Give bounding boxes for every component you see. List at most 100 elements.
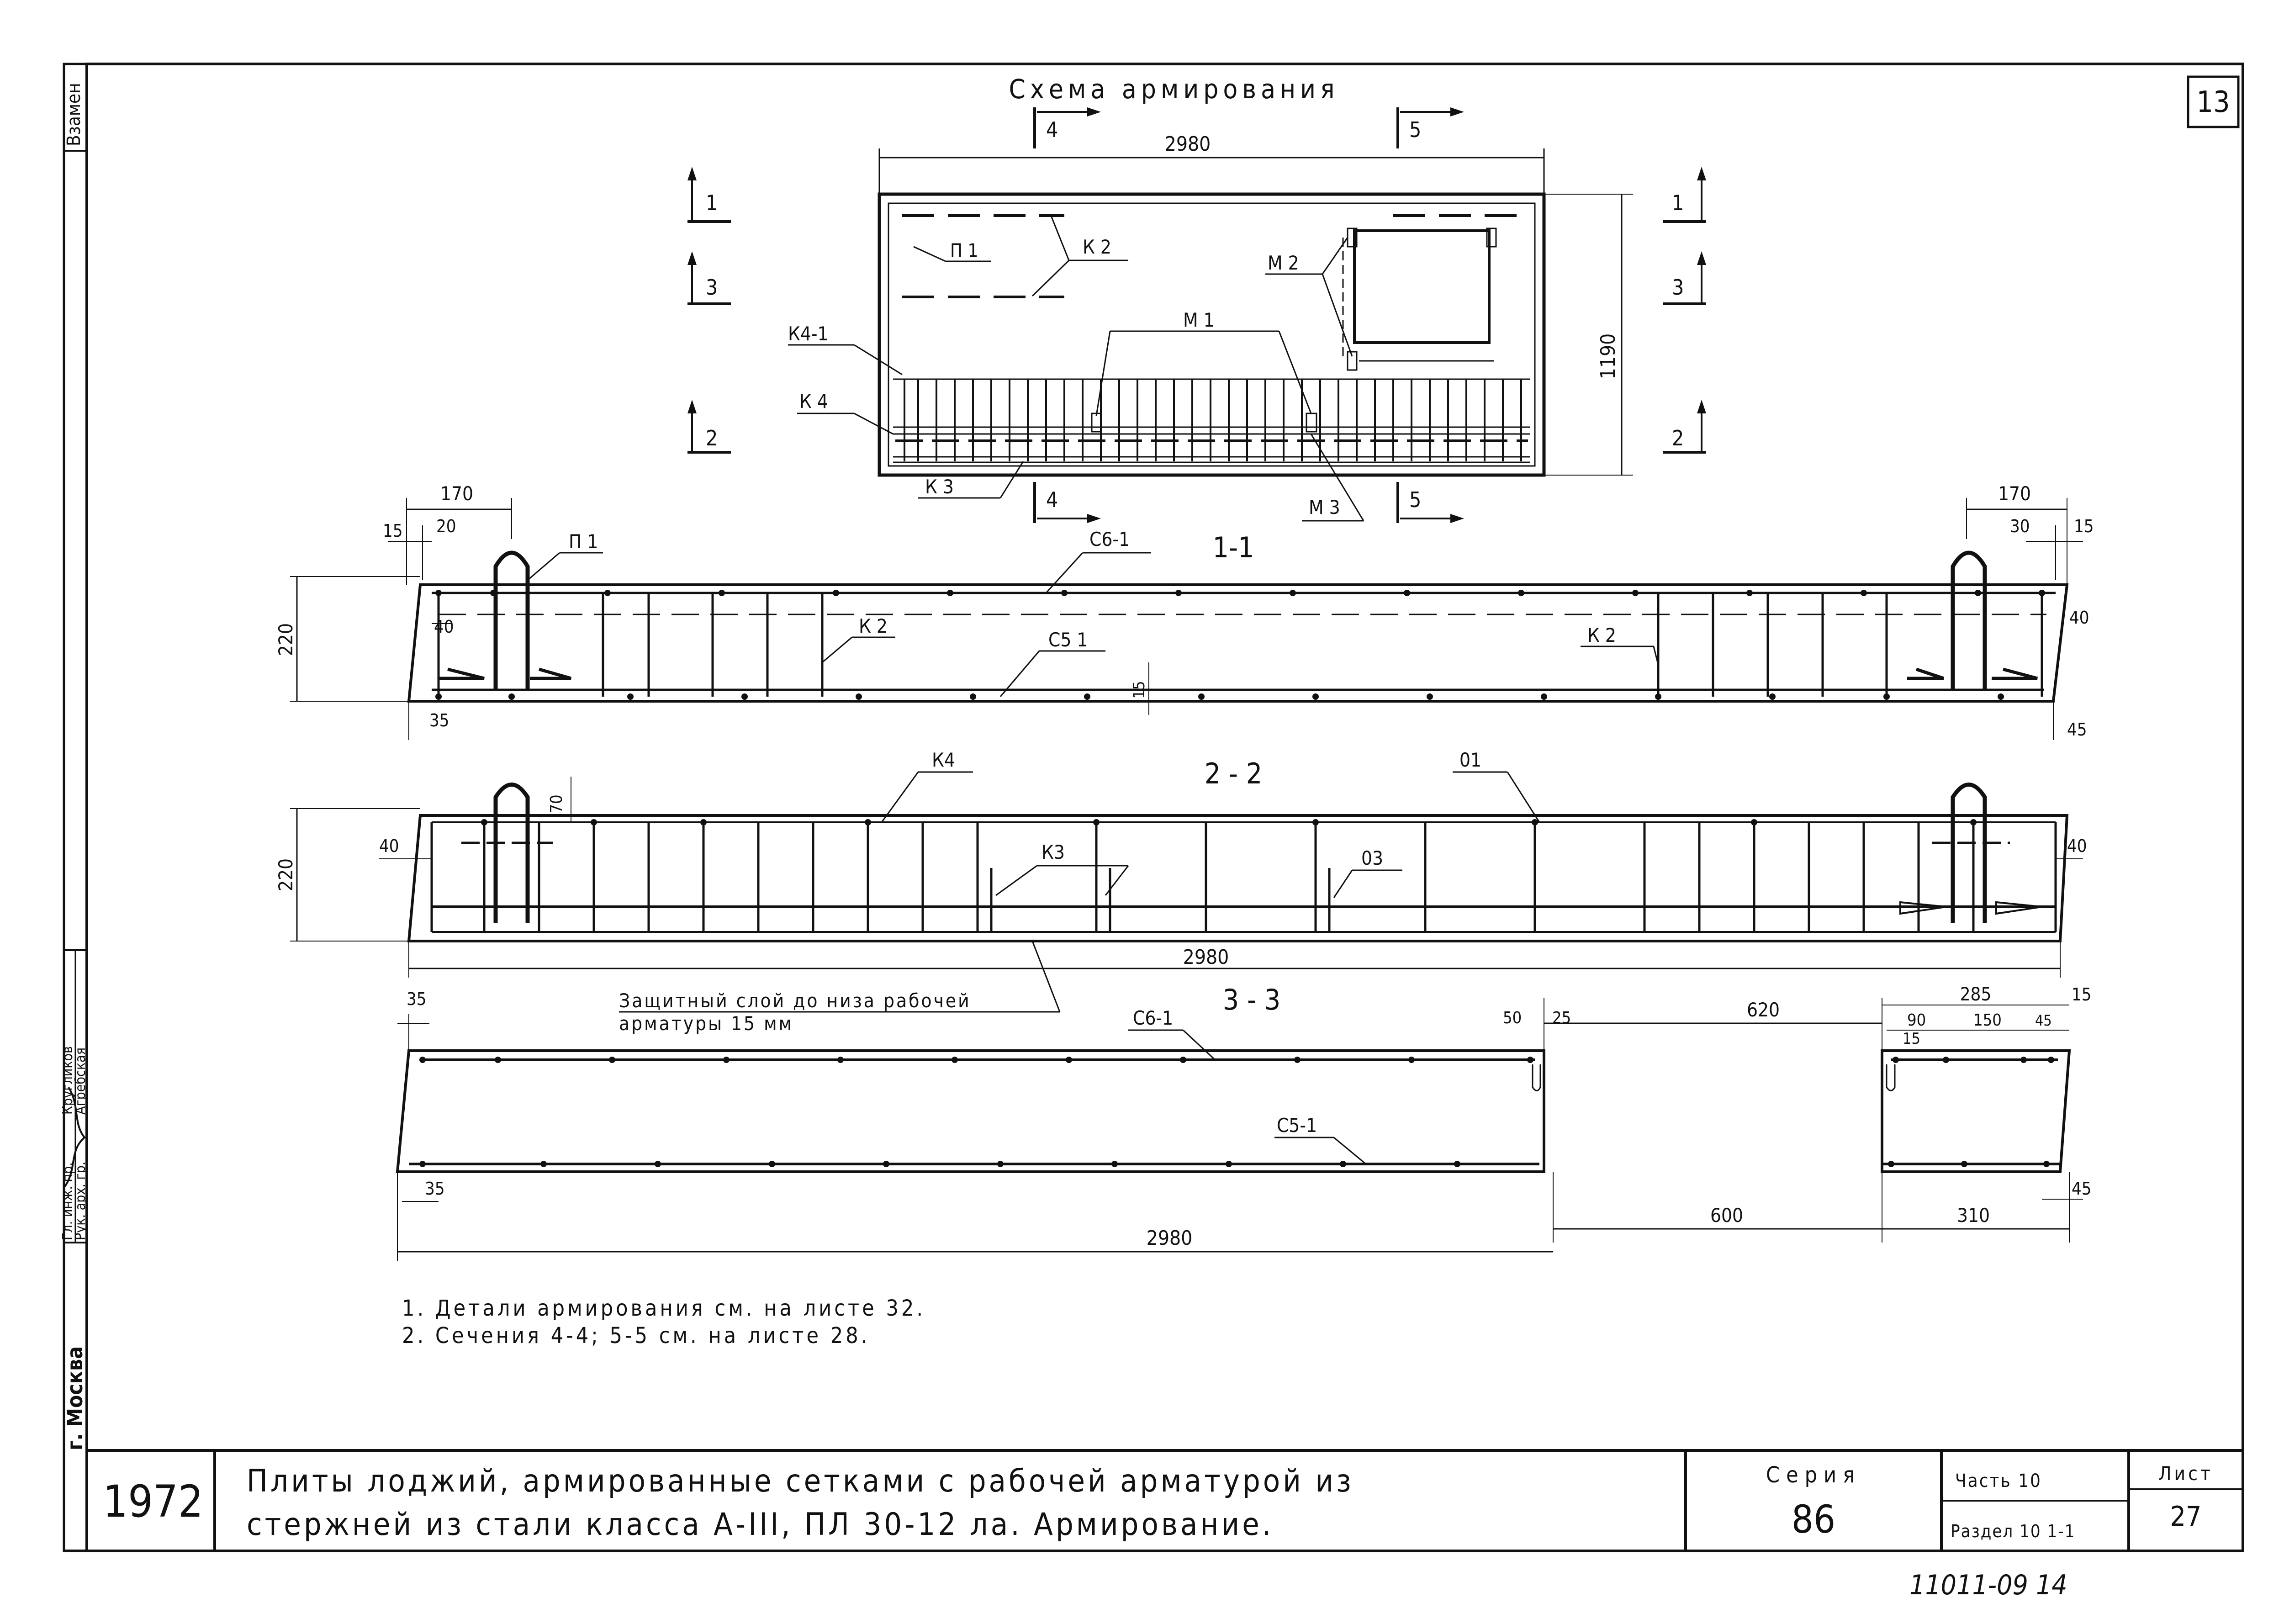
bottom-stamp: 11011-09 14 <box>1909 1569 2067 1601</box>
corner-sheet-number: 13 <box>2196 85 2230 119</box>
sec3-dim-25: 25 <box>1552 1009 1571 1027</box>
sec2-dim-40-left: 40 <box>379 836 399 856</box>
sec2-label-o1: 01 <box>1459 749 1481 771</box>
section-1-outline <box>407 583 2069 703</box>
section-2-outline <box>407 814 2069 942</box>
part-label: Часть 10 <box>1955 1471 2042 1492</box>
plan-title: Схема армирования <box>1009 74 1339 105</box>
protective-layer-note-2: арматуры 15 мм <box>619 1012 793 1035</box>
sec1-label-k2-right: К 2 <box>1587 624 1616 646</box>
section-2-2: 2 - 2 <box>275 749 2087 978</box>
sec1-dim-45: 45 <box>2067 719 2087 740</box>
label-p1: П 1 <box>950 240 978 261</box>
note-1: 1. Детали армирования см. на листе 32. <box>402 1296 925 1321</box>
note-2: 2. Сечения 4-4; 5-5 см. на листе 28. <box>402 1323 870 1349</box>
series-value: 86 <box>1792 1497 1835 1542</box>
sec3-dim-150: 150 <box>1973 1011 2002 1030</box>
sec2-label-k3: К3 <box>1042 841 1065 863</box>
label-k4-1: К4-1 <box>788 323 829 345</box>
label-k2-plan: К 2 <box>1083 236 1111 258</box>
cut-2-right: 2 <box>1672 426 1684 450</box>
sec1-dim-15-left: 15 <box>383 521 403 541</box>
cut-5-top: 5 <box>1409 117 1421 142</box>
sec1-dim-30: 30 <box>2010 516 2030 536</box>
sec3-dim-15-small: 15 <box>1903 1030 1920 1048</box>
label-m3: М 3 <box>1309 496 1340 518</box>
sec3-label-c6: С6-1 <box>1133 1007 1173 1029</box>
label-m1: М 1 <box>1183 309 1215 331</box>
cut-1-left: 1 <box>706 190 718 215</box>
plan-outline <box>878 192 1546 477</box>
sec2-dim-40-right: 40 <box>2067 836 2087 856</box>
sec2-label-o3: 03 <box>1361 847 1383 869</box>
plan-height-dim: 1190 <box>1597 333 1620 380</box>
left-margin: Взамен Гл. инж. пр. Кругликов Рук. арх. … <box>60 83 89 1450</box>
cut-4-top: 4 <box>1046 117 1058 142</box>
notes: 1. Детали армирования см. на листе 32. 2… <box>402 1296 925 1349</box>
section-2-2-title: 2 - 2 <box>1205 757 1263 790</box>
section-1-1-title: 1-1 <box>1212 531 1254 564</box>
sec2-height-dim: 220 <box>275 858 297 891</box>
sec3-label-c5: С5-1 <box>1277 1114 1317 1137</box>
sec1-height-dim: 220 <box>275 623 297 656</box>
lifting-loop-left-2 <box>493 783 530 923</box>
lifting-loop-right-1 <box>1951 550 1987 690</box>
lifting-loop-left-1 <box>493 550 530 690</box>
sec3-dim-620: 620 <box>1747 999 1780 1021</box>
sec3-dim-35-top: 35 <box>407 989 427 1009</box>
title-line-2: стержней из стали класса А-III, ПЛ 30-12… <box>247 1507 1274 1543</box>
cut-4-bottom: 4 <box>1046 487 1058 512</box>
sec1-label-c5: С5 1 <box>1048 629 1088 651</box>
sec1-dim-20: 20 <box>436 516 456 536</box>
plan-opening <box>1353 229 1491 344</box>
sec3-dim-35-bottom: 35 <box>425 1179 445 1199</box>
title-year: 1972 <box>103 1476 203 1527</box>
cut-2-left: 2 <box>706 426 718 450</box>
lifting-loop-right-2 <box>1951 783 1987 923</box>
sec1-dim-15-mid: 15 <box>1130 681 1148 699</box>
cut-5-bottom: 5 <box>1409 487 1421 512</box>
cut-1-right: 1 <box>1672 190 1684 215</box>
section-3-3-title: 3 - 3 <box>1223 983 1281 1016</box>
cut-3-left: 3 <box>706 275 718 300</box>
plan-width-dim: 2980 <box>1165 132 1211 156</box>
margin-sign1-role: Гл. инж. пр. <box>60 1162 76 1240</box>
margin-city: г. Москва <box>63 1346 87 1450</box>
sec3-dim-600: 600 <box>1710 1204 1743 1227</box>
margin-sign1-name: Кругликов <box>60 1046 76 1115</box>
margin-top-label: Взамен <box>63 83 85 146</box>
plan-view: Схема армирования 2980 1190 4 5 4 5 <box>687 74 1706 523</box>
sec3-dim-310: 310 <box>1957 1204 1990 1227</box>
sec2-length-dim: 2980 <box>1183 946 1229 969</box>
sheet-label: Лист <box>2158 1462 2213 1485</box>
corner-sheet-box <box>2187 75 2240 128</box>
section-3-right-part <box>1881 1049 2071 1173</box>
sec1-dim-170-left: 170 <box>440 482 473 505</box>
sec2-dim-70: 70 <box>547 794 566 813</box>
section-1-1: 1-1 <box>275 482 2094 740</box>
sec1-dim-40-right: 40 <box>2069 608 2089 628</box>
title-line-1: Плиты лоджий, армированные сетками с раб… <box>247 1463 1354 1499</box>
sec1-dim-170-right: 170 <box>1998 482 2031 505</box>
sec1-label-p1: П 1 <box>569 530 598 553</box>
sec3-dim-45-top: 45 <box>2035 1012 2052 1029</box>
series-label: Серия <box>1766 1462 1861 1488</box>
sec3-dim-285: 285 <box>1960 984 1992 1005</box>
sec3-length-dim: 2980 <box>1147 1227 1193 1250</box>
sec1-dim-15-right: 15 <box>2074 516 2094 536</box>
sec3-dim-15-top: 15 <box>2072 984 2092 1005</box>
sec1-dim-40-left: 40 <box>434 617 454 637</box>
section-label: Раздел 10 1-1 <box>1951 1521 2075 1541</box>
sheet-value: 27 <box>2170 1501 2202 1533</box>
sec1-label-k2-left: К 2 <box>859 615 888 637</box>
signature-scribble <box>63 1086 86 1189</box>
title-block: 1972 Плиты лоджий, армированные сетками … <box>87 1449 2243 1551</box>
sheet-frame <box>63 63 2244 1552</box>
label-k4-plan: К 4 <box>799 390 828 413</box>
sec2-label-k4: К4 <box>932 749 955 771</box>
sec1-dim-35: 35 <box>429 710 449 730</box>
sec3-dim-45-bottom: 45 <box>2072 1179 2092 1199</box>
sec3-dim-50: 50 <box>1503 1009 1522 1027</box>
sec1-label-c6: С6-1 <box>1089 528 1130 550</box>
